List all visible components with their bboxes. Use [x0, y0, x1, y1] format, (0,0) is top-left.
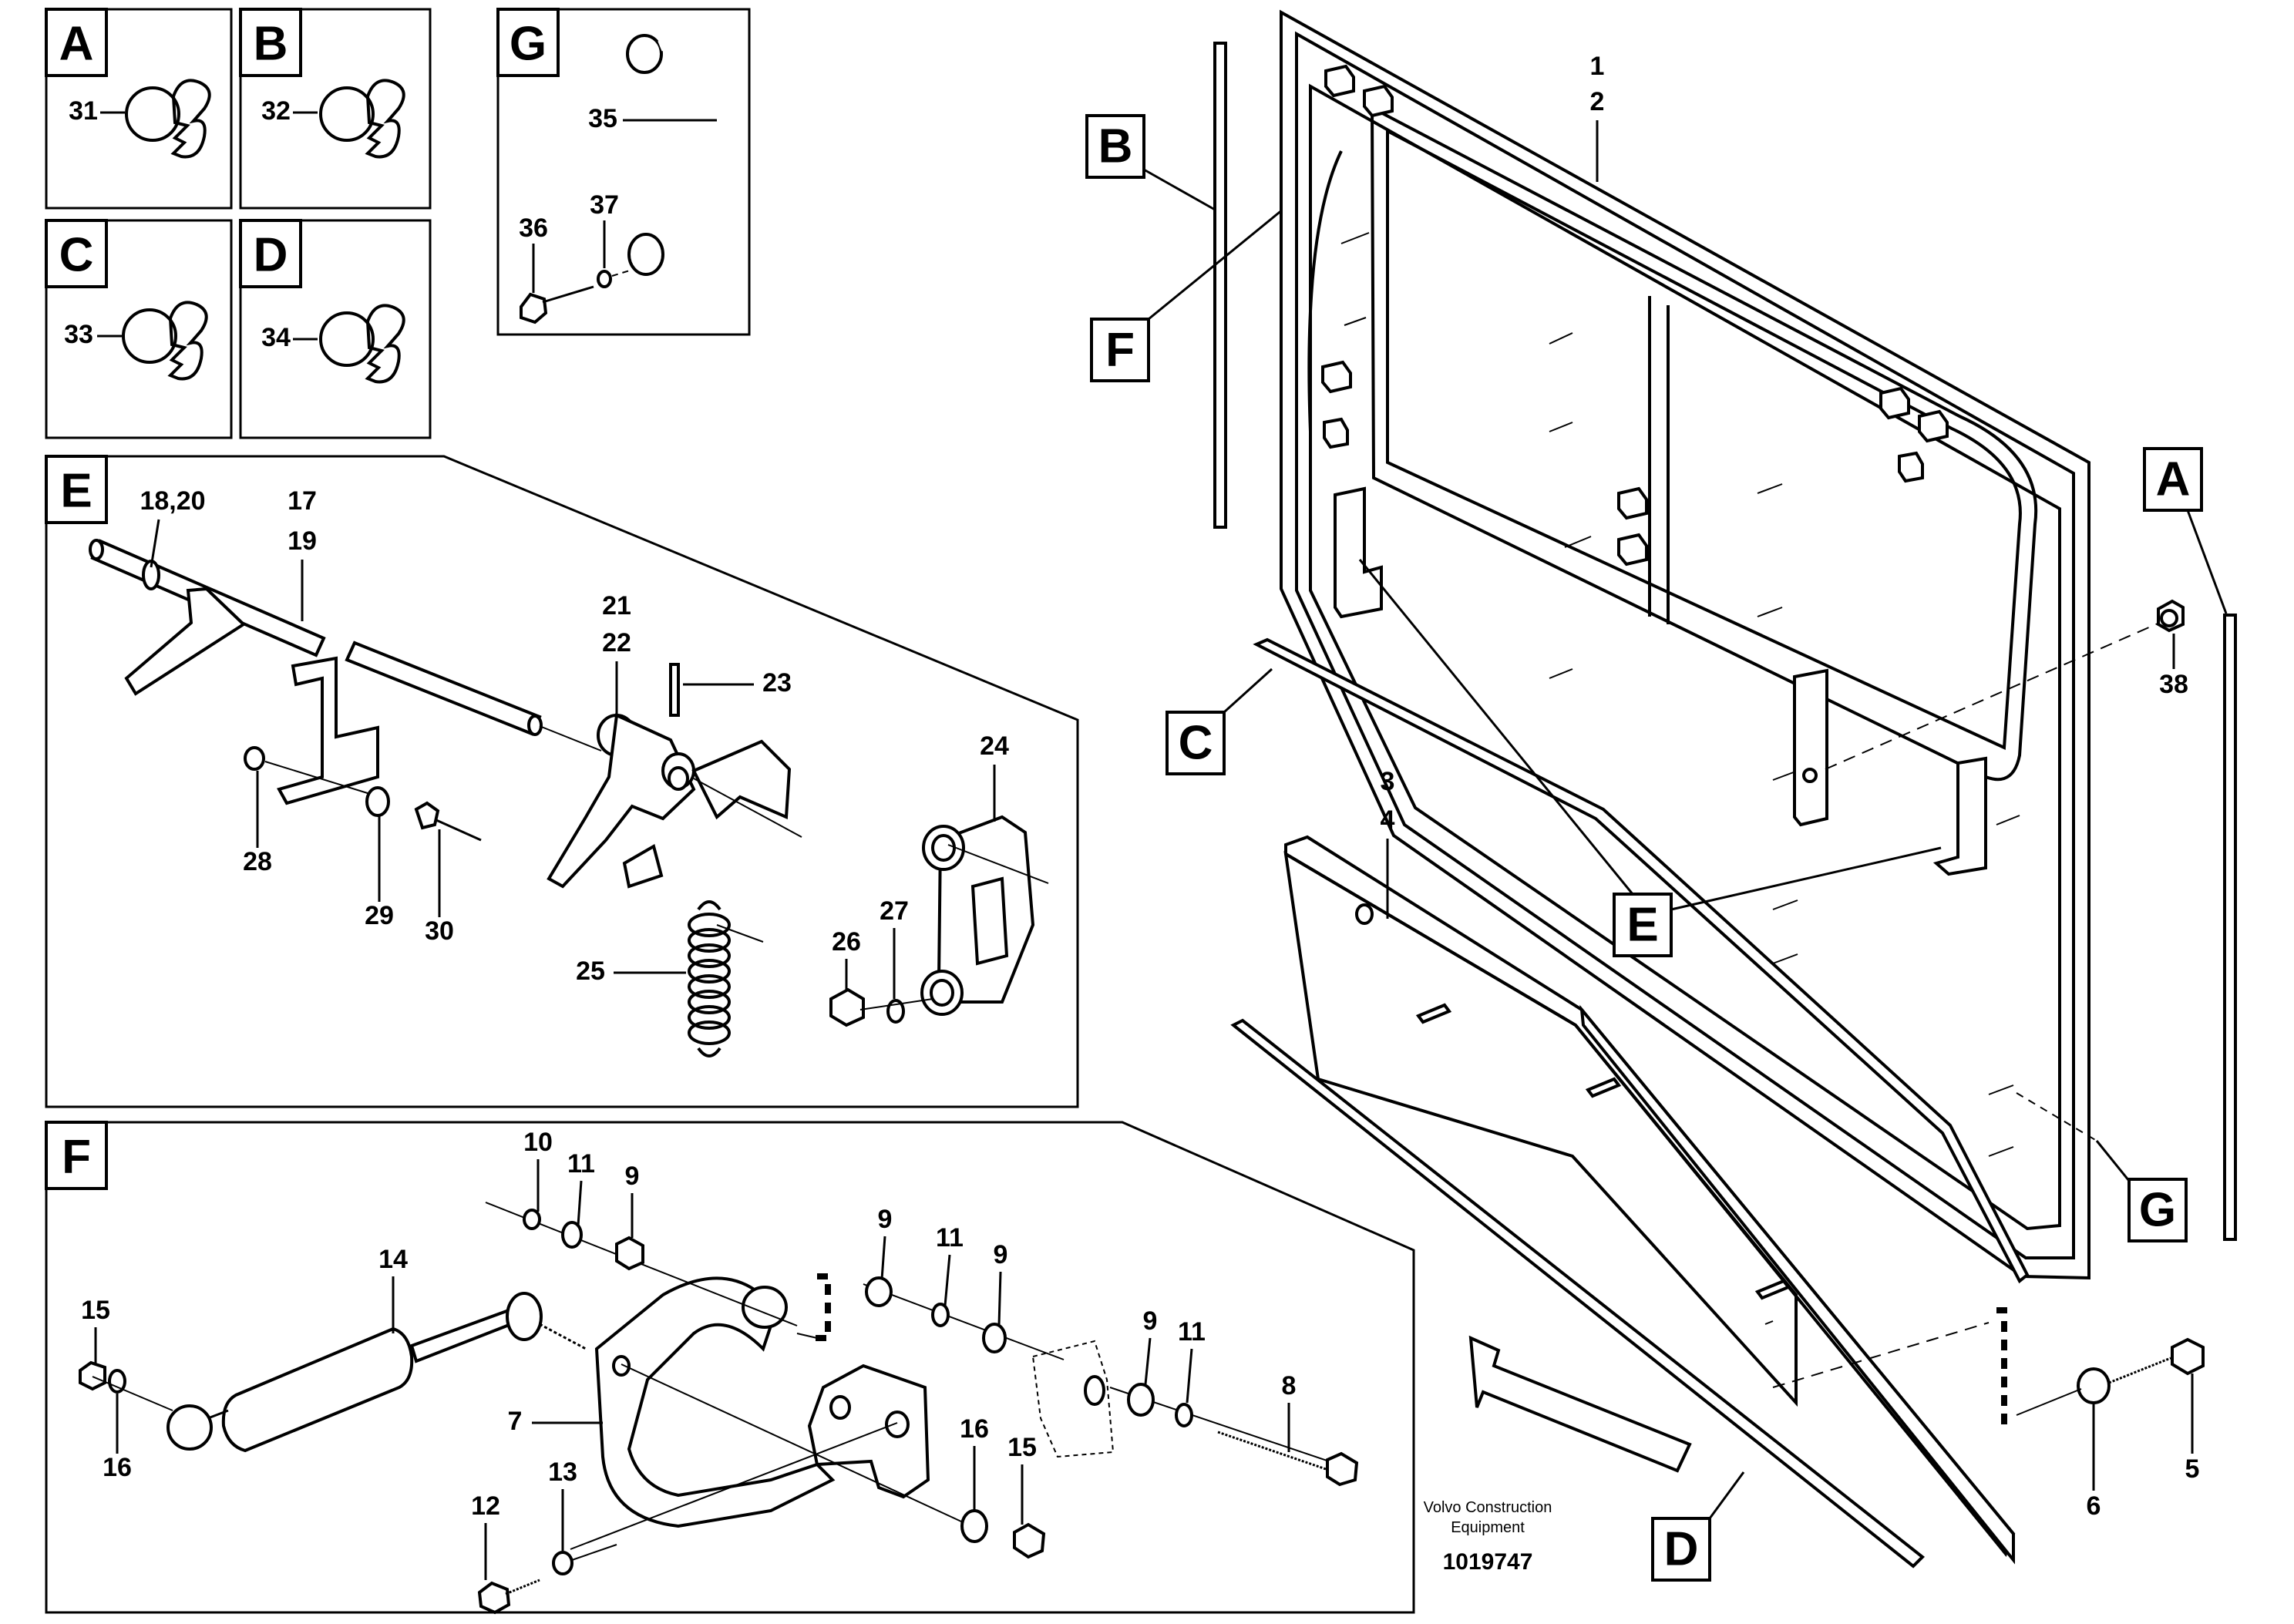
inset-c-letter: C	[59, 229, 94, 282]
part-16-left-label: 16	[103, 1453, 132, 1482]
handle-icon	[626, 26, 727, 276]
part-3-label: 3	[1381, 767, 1395, 796]
main-g-letter: G	[2139, 1184, 2176, 1237]
part-38-label: 38	[2159, 670, 2188, 699]
part-14-label: 14	[378, 1245, 408, 1274]
part-12-label: 12	[471, 1491, 500, 1521]
inset-d-letter: D	[254, 229, 288, 282]
spring-icon	[688, 900, 764, 1057]
part-24-label: 24	[980, 731, 1009, 761]
edge-seal-icon	[319, 79, 405, 159]
edge-seal-icon	[125, 79, 211, 159]
part-2-label: 2	[1590, 87, 1605, 116]
part-27-label: 27	[880, 896, 909, 926]
part-11-top-label: 11	[567, 1149, 595, 1178]
main-c-letter: C	[1179, 717, 1213, 770]
detail-f: F 14 15 16 7	[45, 1121, 1415, 1615]
bracket-icon	[570, 1276, 972, 1550]
bolt-icon	[477, 1579, 540, 1615]
main-d-letter: D	[1664, 1523, 1699, 1576]
inset-g: G 35 36 37	[496, 8, 751, 336]
part-36-label: 36	[519, 214, 548, 243]
bolt-icon	[414, 801, 482, 842]
part-6-label: 6	[2087, 1491, 2101, 1521]
inset-a-letter: A	[59, 18, 94, 71]
bolt-icon	[2108, 1337, 2205, 1384]
detail-e-letter: E	[60, 465, 92, 518]
direction-arrow-icon	[1468, 1335, 1692, 1473]
part-11-right-label: 11	[1178, 1317, 1206, 1347]
edge-seal-icon	[319, 304, 405, 384]
lower-panel-icon	[1283, 835, 2016, 1565]
main-assembly: B F	[1085, 9, 2237, 1582]
nut-icon	[829, 987, 865, 1027]
footer-company-line1: Volvo Construction	[1424, 1499, 1552, 1516]
footer-company-line2: Equipment	[1451, 1519, 1525, 1536]
edge-seal-icon	[122, 301, 208, 381]
bolt-icon	[520, 285, 594, 324]
part-33-label: 33	[64, 320, 93, 349]
part-22-label: 22	[602, 628, 631, 657]
inset-b: B 32	[239, 8, 432, 210]
footer-doc-number: 1019747	[1443, 1549, 1533, 1575]
part-17-label: 17	[288, 486, 317, 516]
part-28-label: 28	[243, 847, 272, 876]
inset-b-letter: B	[254, 18, 288, 71]
part-15-left-label: 15	[81, 1296, 110, 1325]
detail-e: E 18,20 17 19 28 29	[45, 455, 1079, 1108]
part-29-label: 29	[365, 901, 394, 930]
link-icon	[920, 815, 1049, 1016]
inset-a: A 31	[45, 8, 233, 210]
inset-c: C 33	[45, 219, 233, 439]
nut-icon	[79, 1360, 106, 1391]
part-25-label: 25	[576, 957, 605, 986]
bracket-icon	[244, 656, 379, 805]
inset-g-letter: G	[510, 18, 547, 71]
part-9-right-label: 9	[1143, 1306, 1158, 1336]
part-16-right-label: 16	[960, 1414, 989, 1444]
part-10-label: 10	[523, 1128, 553, 1157]
part-7-label: 7	[508, 1407, 523, 1436]
part-5-label: 5	[2185, 1454, 2200, 1484]
main-a-letter: A	[2156, 453, 2191, 506]
part-4-label: 4	[1381, 805, 1395, 835]
part-31-label: 31	[69, 96, 98, 126]
spacer-icon	[1031, 1340, 1115, 1458]
inset-d: D 34	[239, 219, 432, 439]
part-1-label: 1	[1590, 52, 1605, 81]
part-34-label: 34	[261, 323, 291, 352]
part-8-label: 8	[1282, 1371, 1297, 1400]
part-15-right-label: 15	[1007, 1433, 1037, 1462]
part-18-20-label: 18,20	[140, 486, 205, 516]
lever-icon	[547, 713, 802, 889]
part-37-label: 37	[590, 190, 619, 220]
part-9-mid-a-label: 9	[878, 1205, 893, 1234]
part-11-mid-label: 11	[936, 1223, 964, 1252]
part-9-mid-b-label: 9	[994, 1240, 1008, 1269]
part-23-label: 23	[762, 668, 792, 698]
main-e-letter: E	[1626, 899, 1658, 952]
part-19-label: 19	[288, 526, 317, 556]
nut-icon	[1013, 1522, 1046, 1559]
part-35-label: 35	[588, 104, 617, 133]
gas-strut-icon	[166, 1292, 587, 1453]
part-32-label: 32	[261, 96, 291, 126]
part-21-label: 21	[602, 591, 631, 620]
shaft-icon	[345, 641, 602, 751]
shaft-icon	[89, 539, 326, 696]
main-f-letter: F	[1105, 324, 1135, 377]
part-26-label: 26	[832, 927, 861, 957]
main-b-letter: B	[1098, 120, 1133, 173]
bolt-icon	[1217, 1431, 1359, 1487]
part-30-label: 30	[425, 916, 454, 946]
detail-f-letter: F	[62, 1131, 91, 1184]
part-9-top-label: 9	[625, 1162, 640, 1191]
part-13-label: 13	[548, 1458, 577, 1487]
nut-icon	[615, 1236, 644, 1271]
